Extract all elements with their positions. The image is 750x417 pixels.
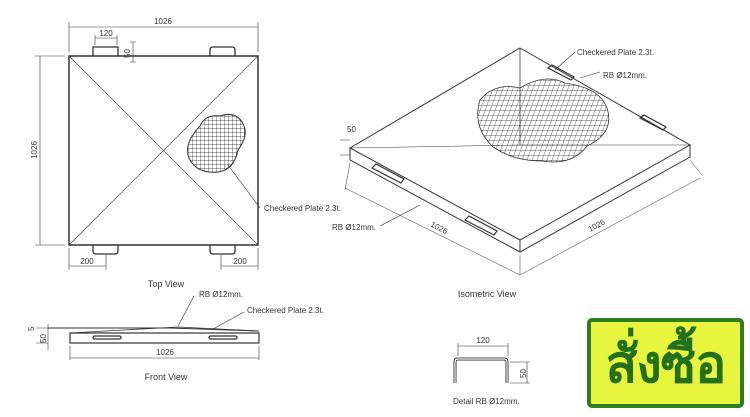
- dim-top-height: 1026: [30, 141, 39, 159]
- iso-handle: [370, 163, 405, 184]
- dim-offset-right: 200: [233, 257, 247, 266]
- handle-bottom: [92, 245, 236, 255]
- label-checkered-plate: Checkered Plate 2.3t.: [264, 204, 341, 213]
- top-view: [35, 22, 261, 270]
- diagonal-line: [68, 55, 259, 246]
- front-view: [36, 295, 260, 360]
- isometric-view: [340, 47, 703, 276]
- iso-handle: [546, 64, 575, 81]
- iso-label-rebar-top: RB Ø12mm.: [603, 71, 647, 80]
- iso-label-checkered-plate: Checkered Plate 2.3t.: [577, 48, 654, 57]
- dim-front-plate: 5: [27, 326, 36, 331]
- iso-label-rebar-left: RB Ø12mm.: [332, 223, 376, 232]
- iso-dim-thickness: 50: [347, 125, 356, 134]
- handle-front: [208, 335, 238, 340]
- dim-front-height: 50: [39, 334, 48, 343]
- dim-handle-height: 50: [123, 49, 132, 58]
- handle-front: [92, 335, 122, 340]
- dim-front-width: 1026: [156, 348, 174, 357]
- dim-offset-left: 200: [80, 257, 94, 266]
- buy-button-label: สั่งซื้อ: [605, 334, 727, 395]
- caption-front-view: Front View: [145, 372, 188, 382]
- label-front-plate: Checkered Plate 2.3t.: [247, 306, 324, 315]
- iso-checkered-plate-hatch: [477, 78, 610, 163]
- top-plate-outline: [68, 55, 259, 246]
- caption-isometric-view: Isometric View: [458, 289, 517, 299]
- dim-handle-width: 120: [99, 29, 113, 38]
- label-front-rebar: RB Ø12mm.: [199, 290, 243, 299]
- detail-dim-width: 120: [476, 336, 490, 345]
- dim-top-width: 1026: [154, 17, 172, 26]
- detail-dim-height: 50: [519, 369, 528, 378]
- caption-detail: Detail RB Ø12mm.: [453, 397, 520, 406]
- handle-top: [92, 46, 236, 56]
- iso-dim-left: 1026: [429, 220, 449, 237]
- buy-button[interactable]: สั่งซื้อ: [587, 318, 744, 408]
- iso-handle: [638, 114, 667, 131]
- iso-handle: [463, 215, 498, 236]
- iso-dim-right: 1026: [587, 217, 607, 234]
- checkered-plate-hatch: [187, 114, 246, 173]
- caption-top-view: Top View: [148, 279, 185, 289]
- detail-rebar: [453, 343, 530, 384]
